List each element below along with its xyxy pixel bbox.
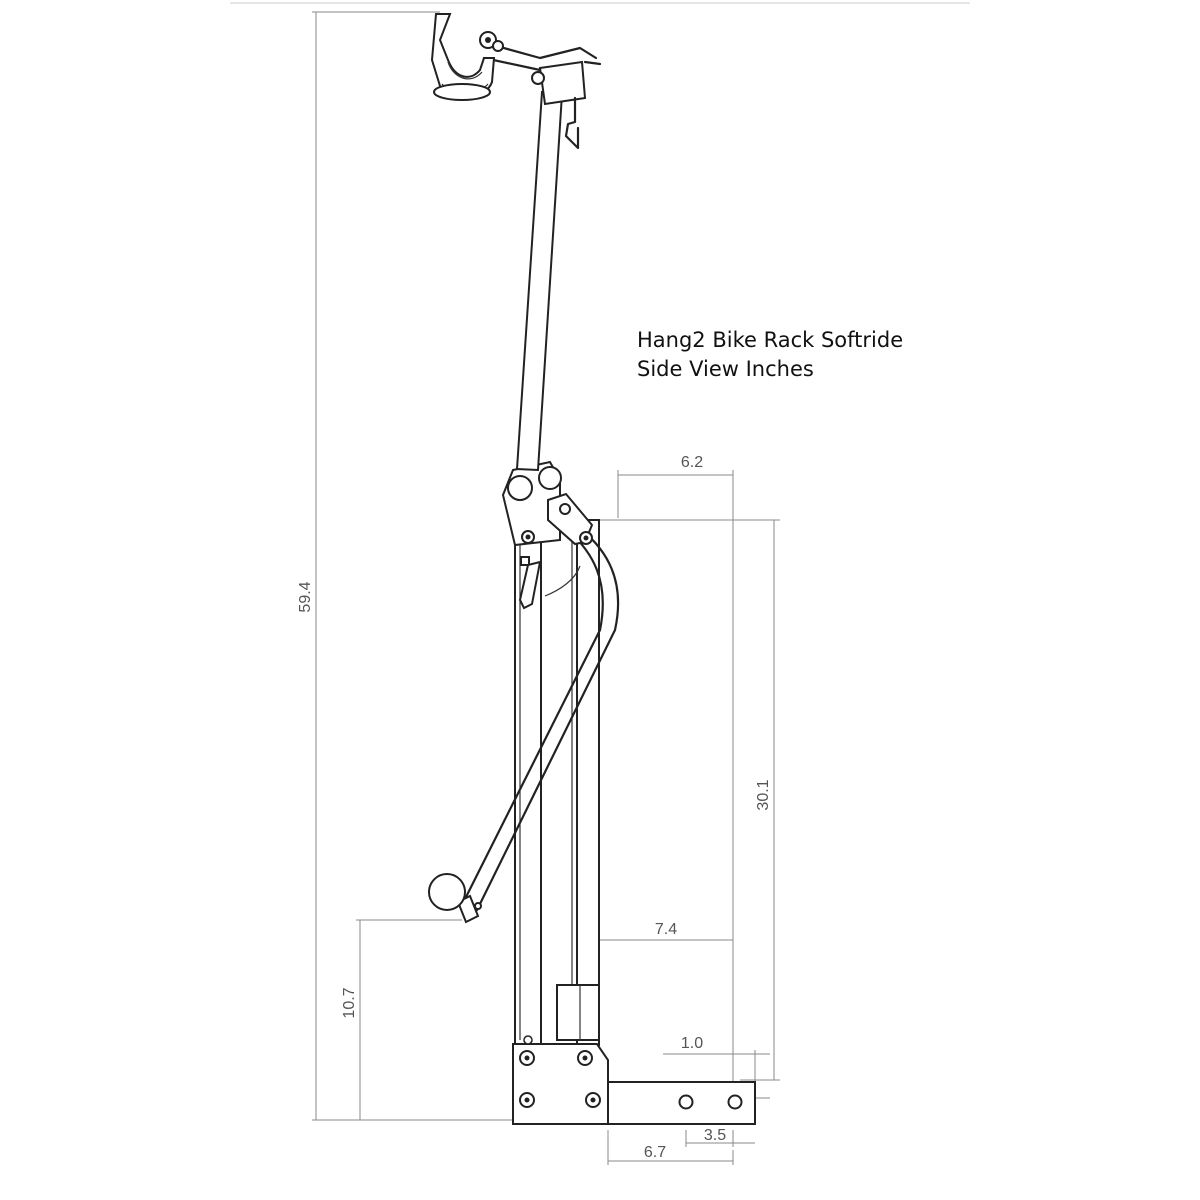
upper-support-arm bbox=[515, 90, 564, 472]
dimension-lines bbox=[312, 11, 780, 1165]
base-mounting-plate bbox=[512, 1035, 609, 1125]
dim-label-receiver-height: 1.0 bbox=[681, 1035, 703, 1052]
dim-label-handle-height: 10.7 bbox=[341, 987, 358, 1018]
pivot-hinge bbox=[501, 460, 594, 610]
dim-label-hole-spacing: 3.5 bbox=[704, 1127, 726, 1144]
bike-carrier-hooks bbox=[430, 13, 602, 150]
handle-knob bbox=[428, 873, 466, 911]
dim-label-overall-height: 59.4 bbox=[297, 581, 314, 612]
hitch-pin-hole bbox=[678, 1094, 694, 1110]
title-line-2: Side View Inches bbox=[637, 357, 814, 381]
dim-label-receiver-reach: 7.4 bbox=[655, 921, 677, 938]
title-line-1: Hang2 Bike Rack Softride bbox=[637, 328, 904, 352]
dim-label-mast-height: 30.1 bbox=[755, 779, 772, 810]
hitch-pin-hole bbox=[727, 1094, 743, 1110]
dim-label-receiver-length: 6.7 bbox=[644, 1144, 666, 1161]
dim-label-mast-offset: 6.2 bbox=[681, 454, 703, 471]
drawing-title: Hang2 Bike Rack Softride Side View Inche… bbox=[637, 326, 903, 384]
hitch-receiver-bar bbox=[607, 1081, 756, 1125]
